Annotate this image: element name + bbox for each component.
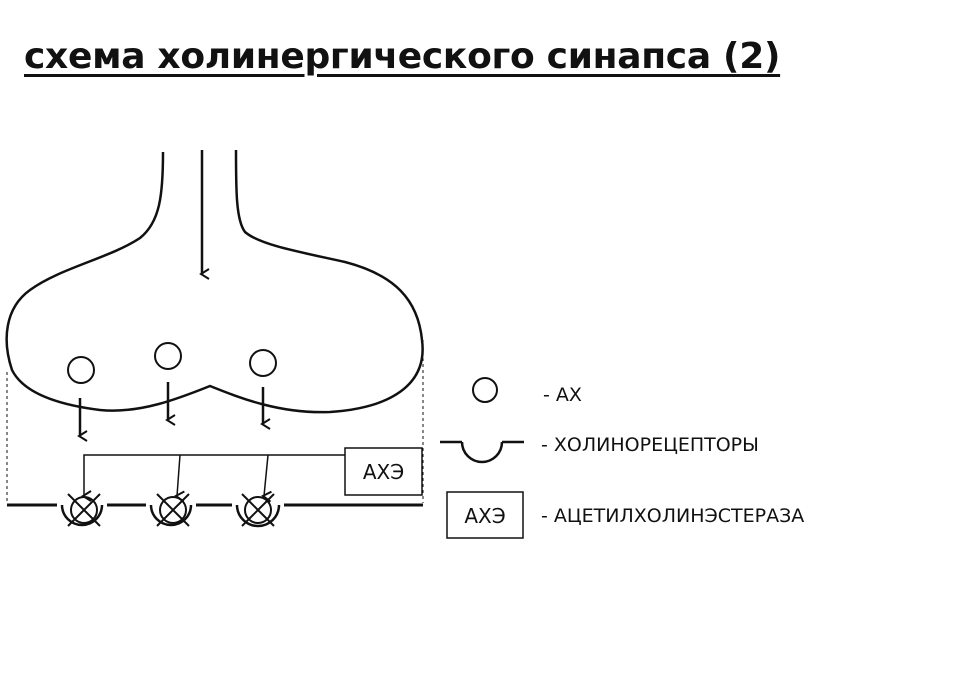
blocked-receptor xyxy=(60,493,104,527)
presynaptic-terminal xyxy=(5,149,424,414)
blocked-receptor xyxy=(235,493,281,528)
legend-enzyme-text: - АЦЕТИЛХОЛИНЭСТЕРАЗА xyxy=(541,505,804,527)
vesicle-ach xyxy=(67,356,95,384)
enzyme-branch xyxy=(261,454,272,503)
legend-receptor-symbol xyxy=(440,440,524,464)
legend-enzyme-box-label: АХЭ xyxy=(464,504,505,528)
enzyme-box xyxy=(344,447,423,496)
enzyme-branch xyxy=(174,454,185,503)
legend-ach-symbol xyxy=(472,377,498,403)
legend-enzyme-box xyxy=(446,491,524,539)
legend: - АХ - ХОЛИНОРЕЦЕПТОРЫ АХЭ - АЦЕТИЛХОЛИН… xyxy=(440,377,804,539)
vesicle-ach xyxy=(249,349,277,377)
enzyme-box-label: АХЭ xyxy=(363,460,404,484)
legend-ach-text: - АХ xyxy=(543,384,582,406)
legend-receptor-text: - ХОЛИНОРЕЦЕПТОРЫ xyxy=(541,434,759,456)
vesicle-ach xyxy=(154,342,182,370)
enzyme-line xyxy=(81,454,345,502)
page-title: схема холинергического синапса (2) xyxy=(24,36,781,77)
blocked-receptor xyxy=(149,493,193,527)
